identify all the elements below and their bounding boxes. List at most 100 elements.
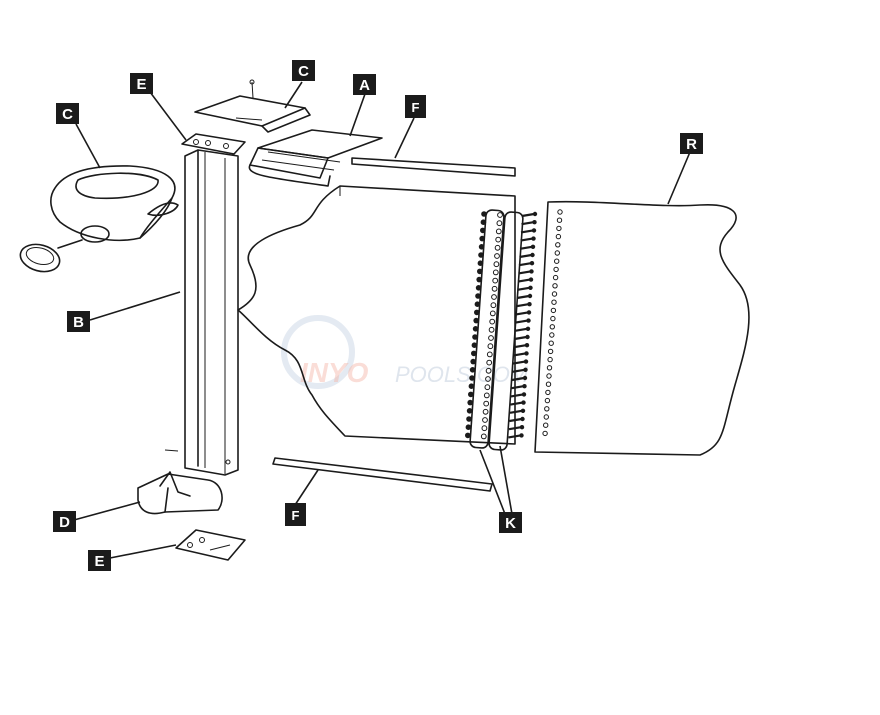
label-c-top-text: C	[298, 63, 309, 80]
panel-hole	[542, 430, 548, 437]
bolt-nut	[530, 252, 535, 258]
strip-hole	[492, 277, 499, 284]
bolt-nut	[530, 244, 536, 249]
strip-hole	[494, 244, 501, 251]
bolt-shaft	[512, 360, 526, 365]
bolt-nut	[528, 277, 534, 282]
bolt-head	[471, 342, 478, 349]
bolt-shaft	[512, 368, 525, 373]
post-cap-c	[50, 165, 179, 243]
bolt-nut	[526, 318, 531, 323]
bolt-nut	[531, 228, 537, 233]
bolt-shaft	[515, 319, 528, 324]
strip-hole	[484, 384, 491, 391]
bolt-shaft	[508, 434, 521, 439]
bolt-nut	[532, 211, 538, 217]
bolt-rows	[465, 211, 538, 440]
panel-hole	[546, 373, 552, 379]
bolt-nut	[520, 416, 525, 422]
bolt-nut	[520, 408, 526, 413]
bolt-head	[474, 309, 480, 316]
label-b: B	[67, 311, 90, 332]
label-c-left-text: C	[62, 106, 73, 123]
panel-hole	[548, 340, 554, 346]
bolt-nut	[528, 285, 533, 290]
strip-hole	[492, 269, 499, 276]
panel-hole	[551, 299, 557, 305]
bolt-shaft	[509, 417, 522, 423]
bolt-shaft	[520, 229, 534, 234]
bolt-head	[469, 375, 475, 381]
bolt-shaft	[514, 327, 528, 332]
label-f-bottom: F	[285, 503, 306, 526]
strip-hole	[493, 261, 500, 268]
bolt-head	[466, 416, 472, 422]
leader-lines	[73, 81, 691, 559]
bolt-nut	[521, 400, 526, 405]
bolt-shaft	[521, 221, 534, 226]
label-r-text: R	[686, 136, 697, 153]
label-d-text: D	[59, 514, 70, 531]
panel-hole	[549, 332, 555, 338]
strip-hole	[483, 400, 490, 407]
panel-hole	[543, 422, 549, 428]
strip-hole	[489, 310, 496, 317]
panel-hole	[545, 381, 552, 387]
bolt-head	[474, 301, 481, 308]
bolt-shaft	[520, 237, 533, 242]
strip-hole	[482, 408, 489, 415]
bolt-nut	[519, 433, 524, 438]
strip-hole	[486, 351, 493, 358]
label-d: D	[53, 511, 76, 532]
bolt-shaft	[516, 303, 529, 308]
label-c-top: C	[292, 60, 315, 81]
wall-panel-holes	[542, 209, 563, 437]
panel-hole	[554, 250, 560, 256]
bolt-nut	[531, 236, 536, 241]
bolt-head	[468, 391, 474, 398]
bolt-head	[477, 268, 483, 275]
bolt-shaft	[517, 286, 530, 291]
bolt-nut	[521, 392, 527, 397]
bolt-shaft	[518, 270, 531, 275]
bolt-nut	[527, 293, 533, 299]
bolt-head	[465, 424, 472, 431]
strip-hole	[488, 326, 495, 333]
bolt-shaft	[514, 335, 527, 341]
bolt-head	[467, 399, 474, 406]
panel-hole	[552, 274, 559, 281]
bolt-head	[471, 350, 477, 357]
strip-hole	[485, 376, 491, 382]
panel-hole	[552, 283, 558, 289]
panel-hole	[543, 414, 549, 420]
label-f-top-text: F	[412, 100, 420, 115]
strip-hole	[488, 335, 494, 341]
panel-hole	[545, 389, 551, 396]
strip-hole	[495, 236, 502, 243]
strip-hole	[494, 253, 500, 259]
pool-wall-section	[237, 185, 516, 445]
bolt-shaft	[518, 262, 532, 267]
bolt-shaft	[508, 426, 522, 431]
label-a-text: A	[359, 77, 370, 94]
bolt-head	[480, 219, 487, 225]
bolt-shaft	[515, 311, 529, 316]
label-b-text: B	[73, 314, 84, 331]
label-a: A	[353, 74, 376, 95]
bolt-head	[466, 408, 473, 414]
strip-hole	[495, 228, 502, 235]
strip-hole	[487, 343, 494, 350]
bolt-head	[473, 317, 480, 324]
panel-hole	[553, 266, 559, 273]
panel-hole	[544, 397, 551, 404]
strip-hole	[483, 392, 490, 399]
label-f-top: F	[405, 95, 426, 118]
label-r: R	[680, 133, 703, 154]
bolt-shaft	[521, 212, 535, 218]
bolt-shaft	[511, 376, 525, 382]
watermark-brand: INYO	[300, 357, 369, 388]
bolt-shaft	[513, 352, 526, 357]
bolt-nut	[529, 261, 535, 266]
